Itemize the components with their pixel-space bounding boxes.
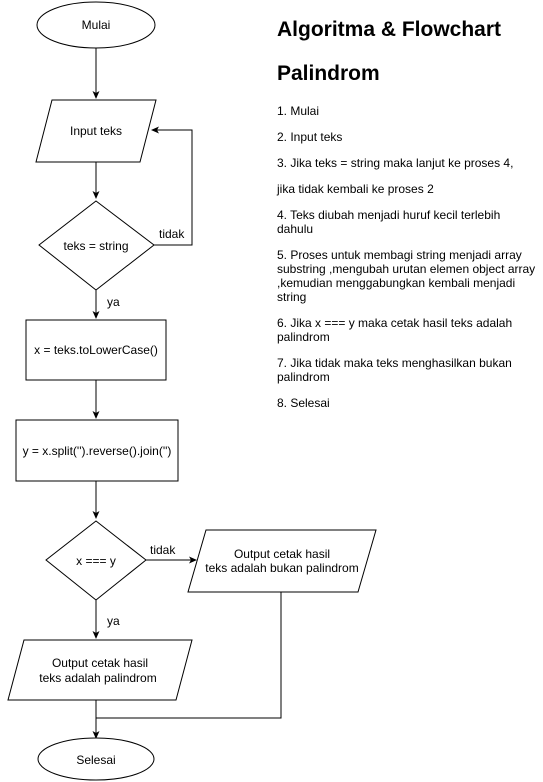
process-lowercase: [25, 319, 167, 381]
decision1-label: teks = string: [63, 239, 128, 253]
title-line-2: Palindrom: [277, 62, 380, 85]
end-label: Selesai: [76, 753, 115, 767]
reverse-label: y = x.split('').reverse().join(''): [23, 444, 172, 458]
edge-label-ya-1: ya: [107, 295, 120, 309]
step-8: 8. Selesai: [277, 396, 330, 410]
output-not-label-line1: Output cetak hasil: [234, 547, 330, 561]
start-terminal: [36, 1, 156, 49]
output-palindrome: [7, 639, 193, 701]
output-not-palindrome: [187, 529, 377, 593]
step-6: 6. Jika x === y maka cetak hasil teks ad…: [277, 316, 513, 344]
step-7: 7. Jika tidak maka teks menghasilkan buk…: [277, 356, 512, 384]
edge-label-tidak-2: tidak: [150, 543, 176, 557]
edge-decision1-no-loop: [151, 126, 193, 246]
step-2: 2. Input teks: [277, 130, 343, 144]
step-5: 5. Proses untuk membagi string menjadi a…: [277, 248, 536, 304]
output-yes-label-line2: teks adalah palindrom: [39, 671, 156, 685]
start-label: Mulai: [82, 18, 111, 32]
end-terminal: [37, 737, 155, 781]
output-yes-label-line1: Output cetak hasil: [52, 656, 148, 670]
step-1: 1. Mulai: [277, 104, 320, 118]
decision2-label: x === y: [76, 554, 116, 568]
edge-label-tidak-1: tidak: [159, 227, 185, 241]
edge-output-not-to-end: [96, 592, 282, 719]
process-reverse: [15, 419, 179, 482]
title-line-1: Algoritma & Flowchart: [277, 18, 502, 41]
step-3-continued: jika tidak kembali ke proses 2: [277, 182, 434, 196]
decision-teks-string: [38, 200, 155, 291]
step-3: 3. Jika teks = string maka lanjut ke pro…: [277, 156, 514, 170]
flowchart-edges: [92, 48, 282, 739]
decision-x-equals-y: [45, 520, 147, 601]
input-label: Input teks: [70, 124, 122, 138]
output-not-label-line2: teks adalah bukan palindrom: [205, 561, 358, 575]
edge-label-ya-2: ya: [107, 614, 120, 628]
step-4: 4. Teks diubah menjadi huruf kecil terle…: [277, 208, 501, 236]
input-parallelogram: [35, 99, 157, 163]
lowercase-label: x = teks.toLowerCase(): [34, 343, 158, 357]
